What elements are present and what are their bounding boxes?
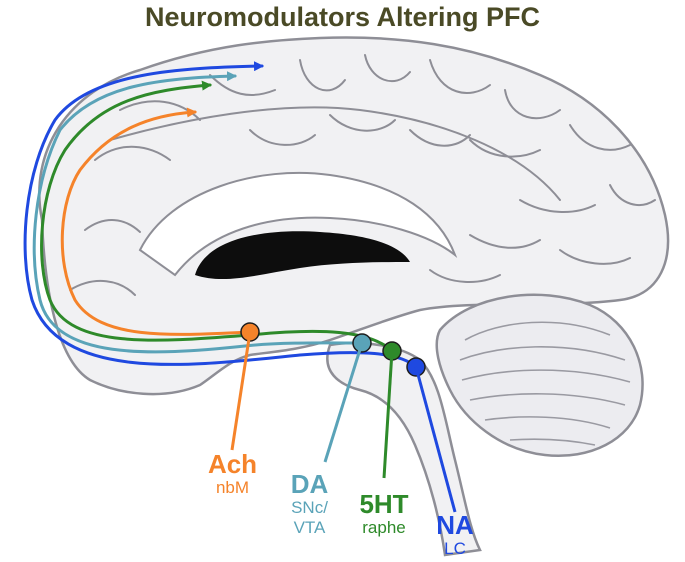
na-label: NA LC (420, 511, 490, 559)
lateral-ventricle (195, 231, 410, 280)
ht-abbr: 5HT (359, 489, 409, 519)
ach-source: nbM (215, 478, 250, 497)
da-source-line-2: VTA (293, 518, 326, 537)
da-abbr: DA (290, 469, 329, 499)
na-abbr: NA (436, 510, 474, 540)
ht-source: raphe (362, 518, 406, 537)
da-label: DA SNc/ VTA (277, 470, 342, 538)
da-leader-line (323, 342, 364, 463)
cerebellum-folia (459, 321, 631, 446)
da-source-line-1: SNc/ (291, 498, 328, 517)
ht-leader-line (382, 350, 394, 479)
ht-pathway (40, 80, 394, 353)
da-pathway (32, 71, 364, 354)
na-pathway (23, 61, 418, 369)
sulci (69, 54, 656, 296)
na-leader-line (414, 366, 457, 513)
ach-label: Ach nbM (195, 450, 270, 498)
na-source: LC (444, 539, 466, 558)
cerebellum (435, 293, 644, 457)
diagram-title: Neuromodulators Altering PFC (144, 2, 541, 32)
ht-label: 5HT raphe (345, 490, 423, 538)
ach-leader-line (230, 331, 252, 451)
corpus-callosum (138, 171, 458, 277)
ach-abbr: Ach (207, 449, 258, 479)
ach-pathway (60, 107, 252, 336)
